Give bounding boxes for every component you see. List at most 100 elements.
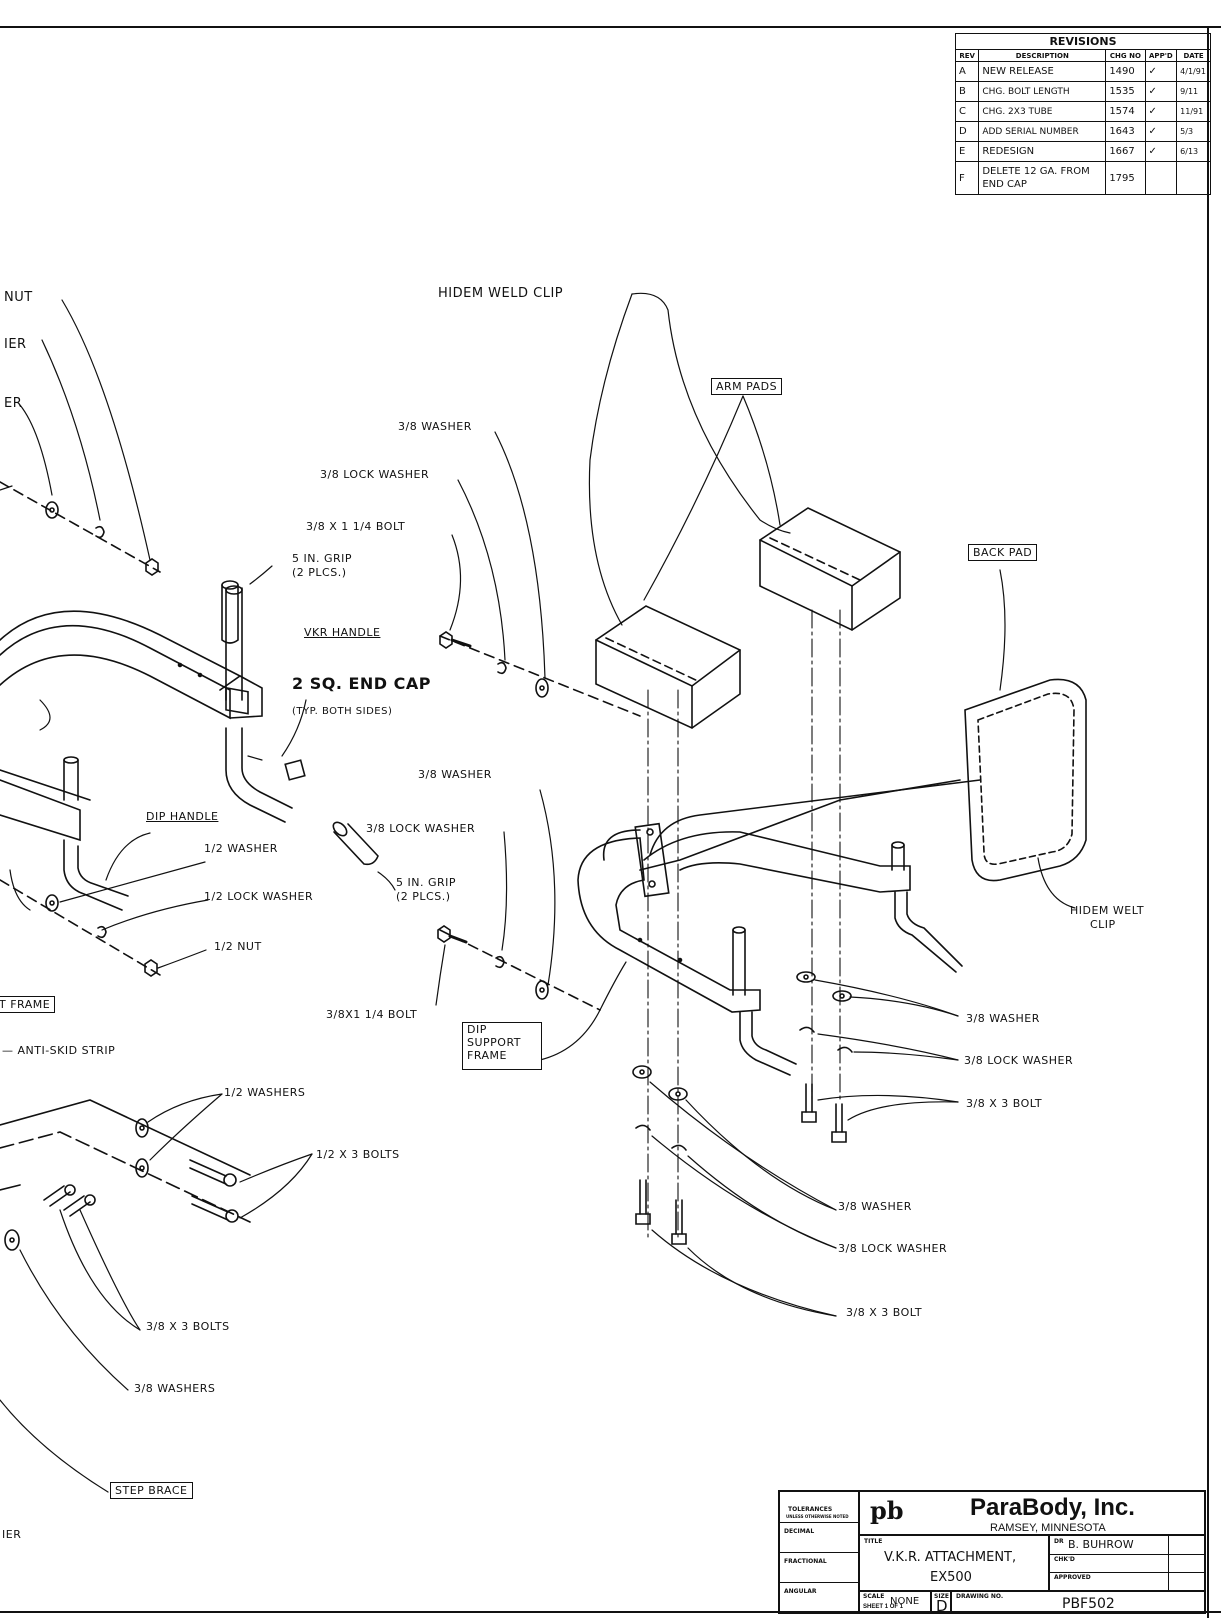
hardware-stack-upper-left	[0, 481, 161, 576]
dip-handle-frame	[0, 756, 129, 911]
scale-value: NONE	[890, 1596, 920, 1607]
size-label: SIZE	[934, 1593, 950, 1600]
label-vkr-handle: VKR HANDLE	[304, 626, 381, 639]
rev-letter: F	[954, 161, 980, 195]
label-dip-support-frame-line1: DIP	[467, 1023, 487, 1036]
drawing-number-cell: DRAWING NO. PBF502	[951, 1591, 1205, 1613]
date-col-header: DATE	[1176, 49, 1211, 62]
scale-label: SCALE	[863, 1593, 885, 1600]
company-name: ParaBody, Inc.	[970, 1494, 1135, 1521]
rev-col-header: REV	[954, 49, 980, 62]
rev-date: 11/91	[1176, 101, 1211, 122]
revisions-title: REVISIONS	[955, 33, 1211, 50]
scale-cell: SCALE NONE	[859, 1591, 931, 1613]
rev-approval-initials: ✓	[1144, 141, 1178, 162]
revision-row: D ADD SERIAL NUMBER 1643 ✓ 5/3	[954, 121, 1211, 142]
label-grip-5in-a: 5 IN. GRIP	[292, 552, 353, 565]
hardware-stack-half-inch	[0, 832, 209, 977]
rev-chg-no: 1574	[1105, 101, 1146, 122]
rev-description: REDESIGN	[978, 141, 1107, 162]
label-anti-skid-strip: — ANTI-SKID STRIP	[2, 1044, 116, 1057]
size-value: D	[936, 1597, 948, 1615]
rev-description: NEW RELEASE	[978, 61, 1107, 82]
rev-approval-initials	[1144, 161, 1178, 195]
revision-row: E REDESIGN 1667 ✓ 6/13	[954, 141, 1211, 162]
rev-description: ADD SERIAL NUMBER	[978, 121, 1107, 142]
label-hidem-welt-clip: HIDEM WELT	[1070, 904, 1145, 917]
label-dip-handle: DIP HANDLE	[146, 810, 219, 823]
rev-chg-no: 1535	[1105, 81, 1146, 102]
rev-description: CHG. 2X3 TUBE	[978, 101, 1107, 122]
tolerances-note: UNLESS OTHERWISE NOTED	[786, 1514, 849, 1519]
rev-approval-initials: ✓	[1144, 61, 1178, 82]
grip-upper	[221, 565, 273, 644]
tolerances-cell: TOLERANCES UNLESS OTHERWISE NOTED DECIMA…	[779, 1491, 860, 1613]
description-col-header: DESCRIPTION	[978, 49, 1107, 62]
label-washer-partial-2: ER	[4, 396, 23, 411]
label-washer-38-a: 3/8 WASHER	[398, 420, 472, 433]
drawing-no-label: DRAWING NO.	[956, 1593, 1004, 1600]
rev-chg-no: 1490	[1105, 61, 1146, 82]
size-cell: SIZE D	[931, 1591, 951, 1615]
tolerances-label: TOLERANCES	[788, 1506, 833, 1513]
rev-letter: C	[954, 101, 980, 122]
title-label: TITLE	[864, 1538, 883, 1545]
hardware-stack-right	[796, 971, 959, 1143]
company-location: RAMSEY, MINNESOTA	[990, 1522, 1106, 1534]
rev-chg-no: 1795	[1105, 161, 1146, 195]
label-bolt-38x114-b: 3/8X1 1/4 BOLT	[326, 1008, 418, 1021]
label-end-cap: 2 SQ. END CAP	[292, 674, 431, 693]
rev-approval-initials: ✓	[1144, 121, 1178, 142]
label-lock-washer-38-c: 3/8 LOCK WASHER	[964, 1054, 1074, 1067]
rev-description: CHG. BOLT LENGTH	[978, 81, 1107, 102]
rev-date: 5/3	[1176, 121, 1211, 142]
sheet-info: SHEET 1 OF 1	[863, 1604, 903, 1610]
label-nut-12: 1/2 NUT	[214, 940, 262, 953]
label-washer-partial: IER	[4, 337, 27, 352]
revision-row: F DELETE 12 GA. FROM END CAP 1795	[954, 161, 1211, 195]
drawing-title-line2: EX500	[930, 1570, 972, 1585]
label-hidem-welt-clip-2: CLIP	[1090, 918, 1116, 931]
label-bolt-38x3-c: 3/8 X 3 BOLT	[966, 1097, 1043, 1110]
label-bolt-38x3-d: 3/8 X 3 BOLT	[846, 1306, 923, 1319]
label-washers-38: 3/8 WASHERS	[134, 1382, 216, 1395]
label-t-frame: T FRAME	[0, 996, 56, 1013]
sheet-label: SHEET	[863, 1604, 884, 1610]
rev-date: 4/1/91	[1176, 61, 1211, 82]
approved-label: APPROVED	[1054, 1574, 1091, 1581]
rev-approval-initials: ✓	[1144, 81, 1178, 102]
hardware-stack-middle-upper	[439, 431, 641, 717]
parabody-logo: pb	[870, 1496, 904, 1525]
label-lock-washer-38-a: 3/8 LOCK WASHER	[320, 468, 430, 481]
arm-pads	[595, 507, 901, 729]
label-lock-washer-38-b: 3/8 LOCK WASHER	[366, 822, 476, 835]
rev-letter: B	[954, 81, 980, 102]
angular-label: ANGULAR	[784, 1588, 817, 1595]
label-grip-5in-a-note: (2 PLCS.)	[292, 566, 347, 579]
label-washer-38-d: 3/8 WASHER	[838, 1200, 912, 1213]
back-pad	[964, 569, 1087, 909]
approved-col-header: APP'D	[1144, 49, 1178, 62]
step-brace	[0, 1093, 313, 1493]
label-bolts-38x3: 3/8 X 3 BOLTS	[146, 1320, 230, 1333]
company-cell: pb ParaBody, Inc. RAMSEY, MINNESOTA	[859, 1491, 1205, 1535]
drawn-by: B. BUHROW	[1068, 1538, 1134, 1551]
drawing-number: PBF502	[1062, 1596, 1115, 1612]
hardware-stack-middle-lower	[435, 789, 601, 1011]
title-block: TOLERANCES UNLESS OTHERWISE NOTED DECIMA…	[778, 1490, 1206, 1615]
checked-label: CHK'D	[1054, 1556, 1075, 1563]
label-arm-pads: ARM PADS	[711, 378, 783, 395]
rev-chg-no: 1667	[1105, 141, 1146, 162]
label-lock-washer-38-d: 3/8 LOCK WASHER	[838, 1242, 948, 1255]
label-grip-5in-b-note: (2 PLCS.)	[396, 890, 451, 903]
label-washer-partial-bottom: IER	[2, 1528, 22, 1541]
label-washer-12: 1/2 WASHER	[204, 842, 278, 855]
label-bolt-38x114-a: 3/8 X 1 1/4 BOLT	[306, 520, 406, 533]
label-bolts-12x3: 1/2 X 3 BOLTS	[316, 1148, 400, 1161]
sheet-count: 1	[899, 1604, 904, 1610]
drawing-title-line1: V.K.R. ATTACHMENT,	[884, 1550, 1017, 1565]
rev-letter: D	[954, 121, 980, 142]
of-label: OF	[889, 1604, 899, 1610]
revisions-table: REVISIONS REV DESCRIPTION CHG NO APP'D D…	[954, 33, 1211, 195]
